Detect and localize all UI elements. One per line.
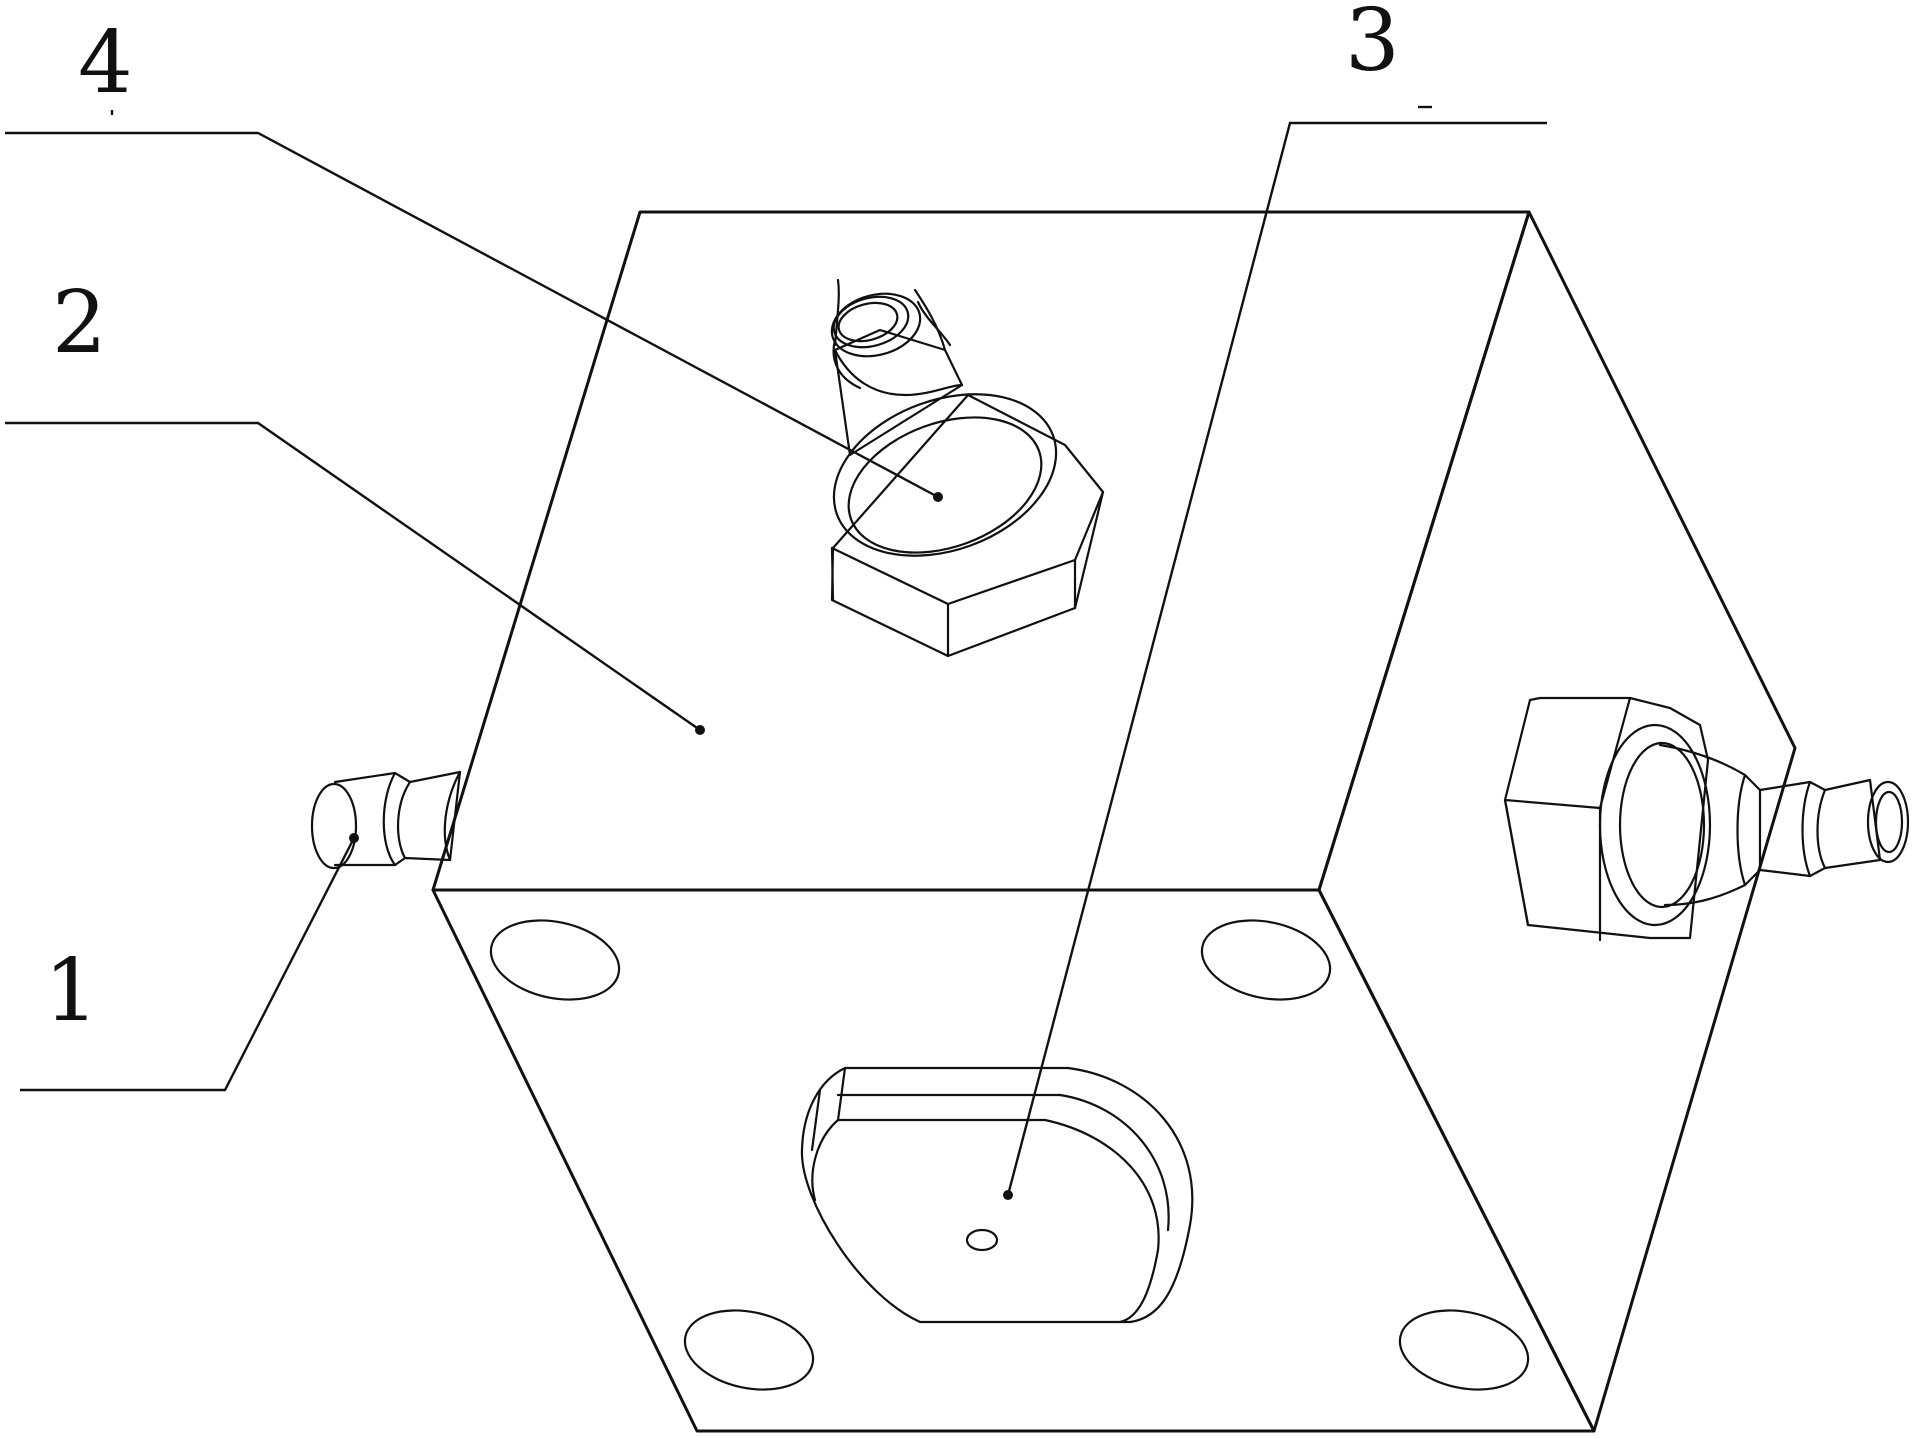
mounting-hole xyxy=(683,1309,815,1391)
right-hex-nut-edge xyxy=(1503,798,1530,927)
left-nozzle xyxy=(310,770,462,870)
right-fitting-taper xyxy=(1658,743,1762,907)
top-fitting-collar xyxy=(832,393,1058,557)
callout-labels: 4 2 3 1 xyxy=(44,0,1400,1041)
leader-dot-1 xyxy=(349,833,359,843)
leader-dot-3 xyxy=(1003,1190,1013,1200)
leader-line-3 xyxy=(1006,121,1547,1196)
front-port xyxy=(800,1066,1194,1324)
callout-label-2: 2 xyxy=(52,273,107,373)
top-hex-nut xyxy=(830,393,1105,658)
callout-label-3: 3 xyxy=(1345,0,1400,91)
right-fitting-ring xyxy=(1736,773,1747,887)
leader-dot-2 xyxy=(695,725,705,735)
front-port-edge xyxy=(810,1088,822,1152)
leader-lines xyxy=(5,121,1547,1200)
left-nozzle-tip xyxy=(310,782,358,870)
mounting-hole xyxy=(1398,1309,1530,1391)
top-fitting-tip xyxy=(830,292,922,358)
block-front-face xyxy=(431,888,1596,1433)
top-fitting-tip xyxy=(832,295,910,349)
left-nozzle-ring xyxy=(443,770,462,862)
top-fitting-collar xyxy=(847,416,1043,554)
right-hex-nut-edge xyxy=(1503,696,1632,810)
top-hex-nut-edge xyxy=(1073,490,1105,562)
front-port-inner-rim xyxy=(811,1118,1160,1324)
left-nozzle-body xyxy=(333,770,462,867)
top-hex-nut-edge xyxy=(830,546,1077,606)
right-fitting-barb xyxy=(1758,778,1882,878)
mounting-holes xyxy=(489,919,1530,1391)
top-fitting xyxy=(830,278,1105,658)
front-port-band xyxy=(1058,1093,1170,1232)
mounting-hole xyxy=(489,919,621,1001)
top-fitting-barb xyxy=(832,300,952,390)
right-fitting-tip-bore xyxy=(1874,790,1904,854)
top-fitting-tip-bore xyxy=(837,301,899,343)
leader-dot-4 xyxy=(933,492,943,502)
front-port-outer-rim xyxy=(800,1066,1194,1324)
callout-label-1: 1 xyxy=(44,941,99,1041)
left-nozzle-ring xyxy=(382,771,397,867)
block-body xyxy=(431,210,1797,1433)
right-fitting xyxy=(1503,696,1910,942)
leader-line-2 xyxy=(5,421,701,731)
front-port-orifice xyxy=(965,1228,999,1252)
callout-label-4: 4 xyxy=(78,13,133,113)
right-fitting-tip xyxy=(1866,780,1910,864)
top-hex-nut-edge xyxy=(830,546,835,602)
right-fitting-ring xyxy=(1816,788,1827,870)
leader-line-1 xyxy=(20,837,356,1092)
mounting-hole xyxy=(1200,919,1332,1001)
top-fitting-barb xyxy=(833,348,964,397)
leader-line-4 xyxy=(5,131,939,499)
right-fitting-collar xyxy=(1618,741,1706,909)
left-nozzle-ring xyxy=(397,780,412,860)
right-fitting-ring xyxy=(1801,780,1812,878)
block-right-face xyxy=(1317,210,1797,1433)
right-fitting-collar xyxy=(1598,723,1712,927)
